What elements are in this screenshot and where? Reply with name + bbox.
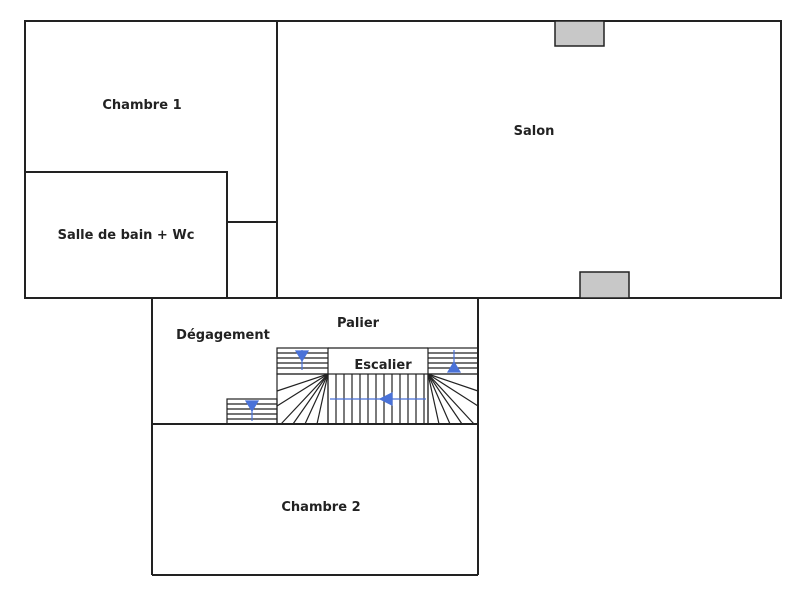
arrow-down-icon <box>244 400 260 413</box>
label-chambre2: Chambre 2 <box>281 500 360 515</box>
stair-lower-left <box>226 398 278 425</box>
label-palier: Palier <box>337 316 380 331</box>
staircase <box>226 347 479 425</box>
label-escalier: Escalier <box>354 358 412 373</box>
label-salle-de-bain: Salle de bain + Wc <box>58 228 195 243</box>
stair-upper-right <box>427 347 479 375</box>
stair-upper-left <box>276 347 329 375</box>
label-degagement: Dégagement <box>176 328 270 343</box>
salle-de-bain-room <box>24 171 228 299</box>
label-chambre1: Chambre 1 <box>102 98 181 113</box>
chimney-bottom <box>579 271 630 299</box>
chimney-top <box>554 20 605 47</box>
arrow-down-icon <box>294 350 310 363</box>
arrow-left-icon <box>378 392 393 406</box>
salon-room <box>276 20 782 299</box>
stair-direction-arrows <box>244 350 462 421</box>
label-salon: Salon <box>514 124 555 139</box>
arrow-up-icon <box>446 360 462 373</box>
chambre1-room <box>24 20 278 299</box>
